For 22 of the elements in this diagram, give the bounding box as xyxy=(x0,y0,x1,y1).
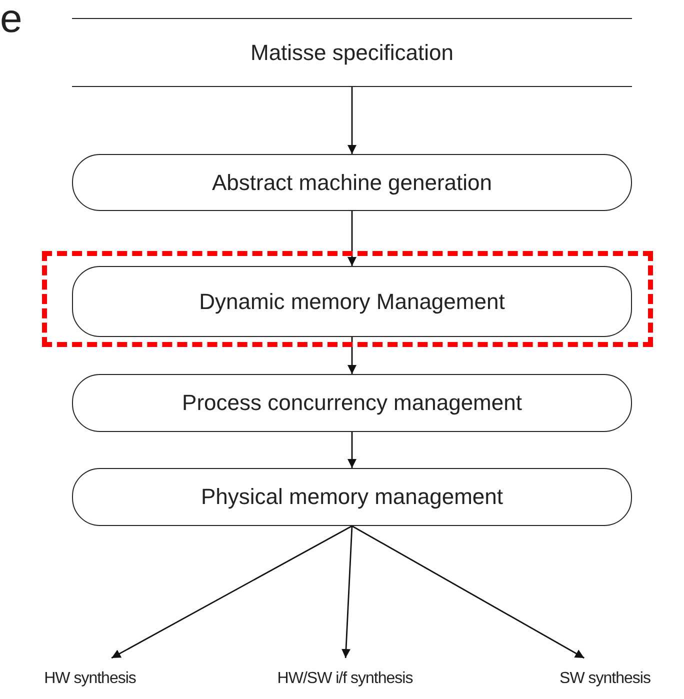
output-label: HW/SW i/f synthesis xyxy=(277,670,413,688)
node-label: Dynamic memory Management xyxy=(199,288,505,314)
node-label: Physical memory management xyxy=(200,484,503,510)
process-box xyxy=(72,266,632,337)
node-label: Matisse specification xyxy=(250,40,454,66)
arrow xyxy=(348,337,356,374)
arrow xyxy=(111,525,352,659)
arrow xyxy=(348,432,356,468)
process-box xyxy=(72,154,632,211)
output-label: SW synthesis xyxy=(560,670,650,688)
output-label: HW synthesis xyxy=(44,670,136,688)
dashed-highlight-frame xyxy=(42,251,653,347)
arrow xyxy=(342,526,353,658)
arrow xyxy=(348,87,356,154)
arrow xyxy=(348,211,356,266)
arrow xyxy=(352,525,584,659)
node-label: Abstract machine generation xyxy=(212,170,492,196)
cut-off-text: e xyxy=(0,0,22,42)
process-box xyxy=(72,468,632,526)
process-box xyxy=(72,374,632,432)
node-label: Process concurrency management xyxy=(182,390,522,416)
data-store-shape xyxy=(72,18,632,87)
